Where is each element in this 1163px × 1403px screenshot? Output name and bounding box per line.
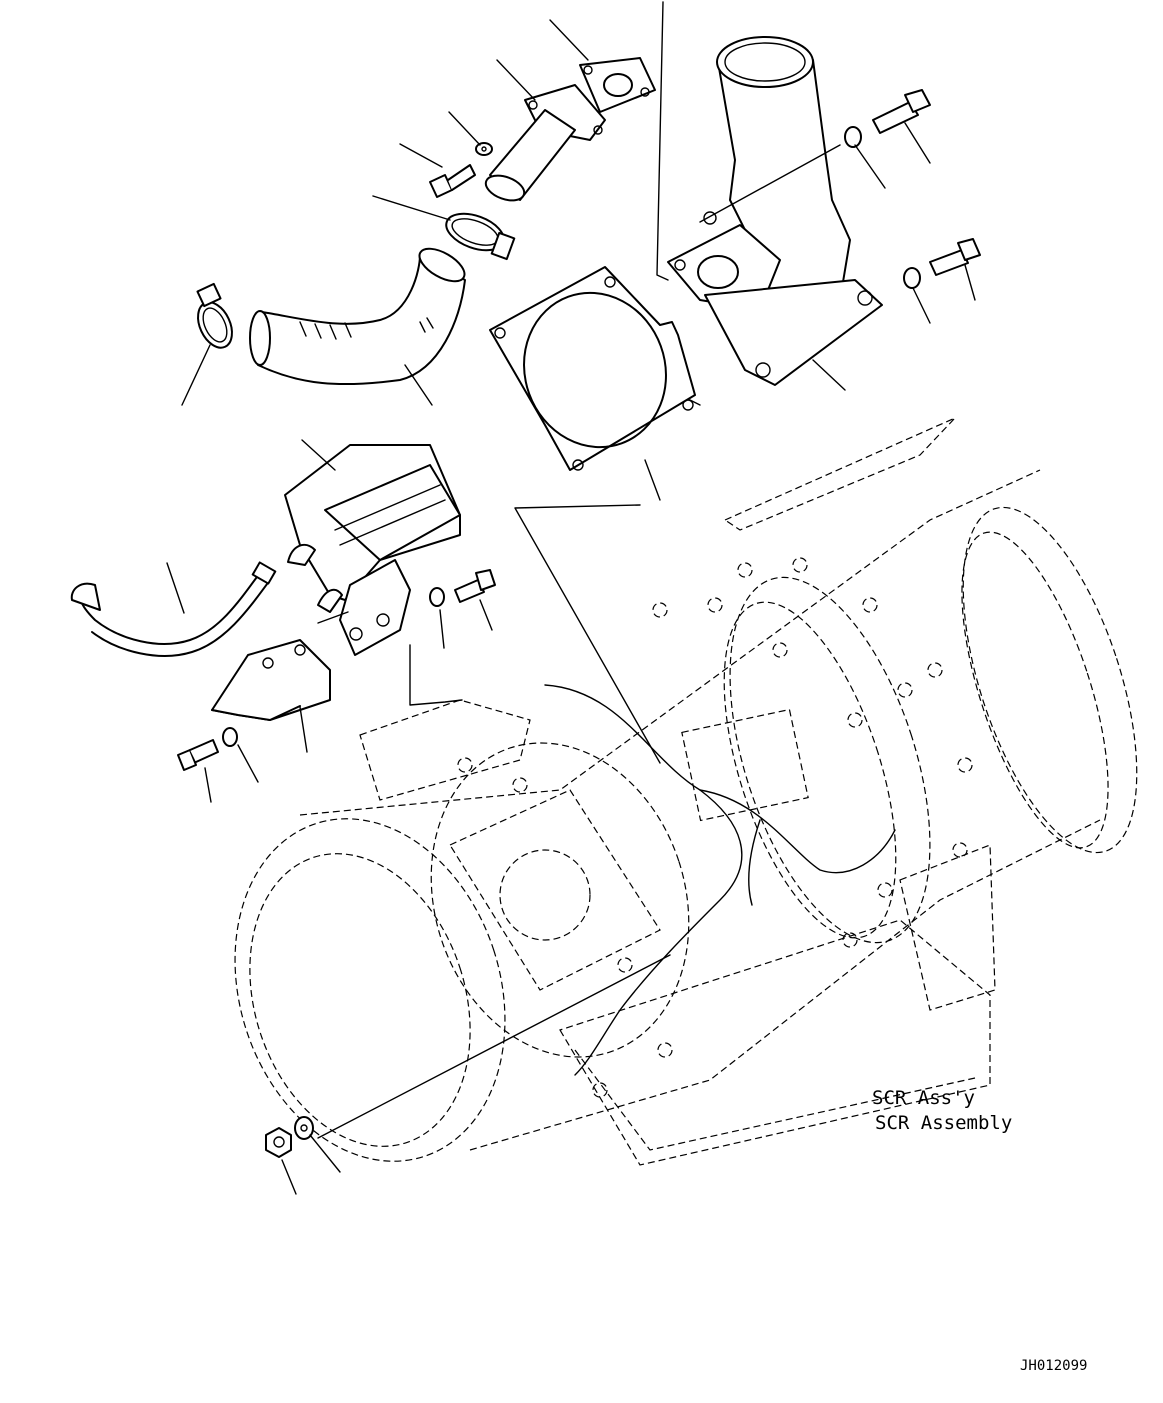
sensor-tube	[70, 561, 277, 657]
ring-bolts	[457, 557, 973, 1098]
hose-clamp-1	[445, 212, 516, 261]
rubber-hose	[249, 247, 466, 386]
assembly-label-line2: SCR Assembly	[875, 1112, 1012, 1134]
bolt-4	[454, 569, 496, 603]
scr-assembly	[234, 417, 1138, 1166]
bolt-2	[872, 89, 931, 134]
washer-6	[294, 1116, 314, 1140]
large-gasket	[489, 266, 696, 471]
outlet-pipe	[484, 84, 606, 202]
hose-clamp-2	[196, 282, 233, 349]
flange-gasket	[579, 57, 656, 113]
bolt-5	[177, 739, 219, 771]
mixer-box	[284, 444, 461, 656]
leader-lines	[166, 1, 976, 1195]
mounting-bracket	[211, 639, 331, 721]
elbow-outlet	[667, 36, 883, 386]
hex-nut	[265, 1127, 292, 1158]
drawing-number: JH012099	[1020, 1358, 1087, 1374]
washer-5	[222, 727, 238, 747]
assembly-label-line1: SCR Ass'y	[872, 1087, 975, 1109]
washer-3	[903, 267, 921, 289]
bolt-1	[429, 164, 476, 198]
washer-4	[429, 587, 445, 607]
washer-2	[844, 126, 862, 148]
bolt-3	[929, 238, 981, 276]
washer-1	[475, 142, 493, 156]
